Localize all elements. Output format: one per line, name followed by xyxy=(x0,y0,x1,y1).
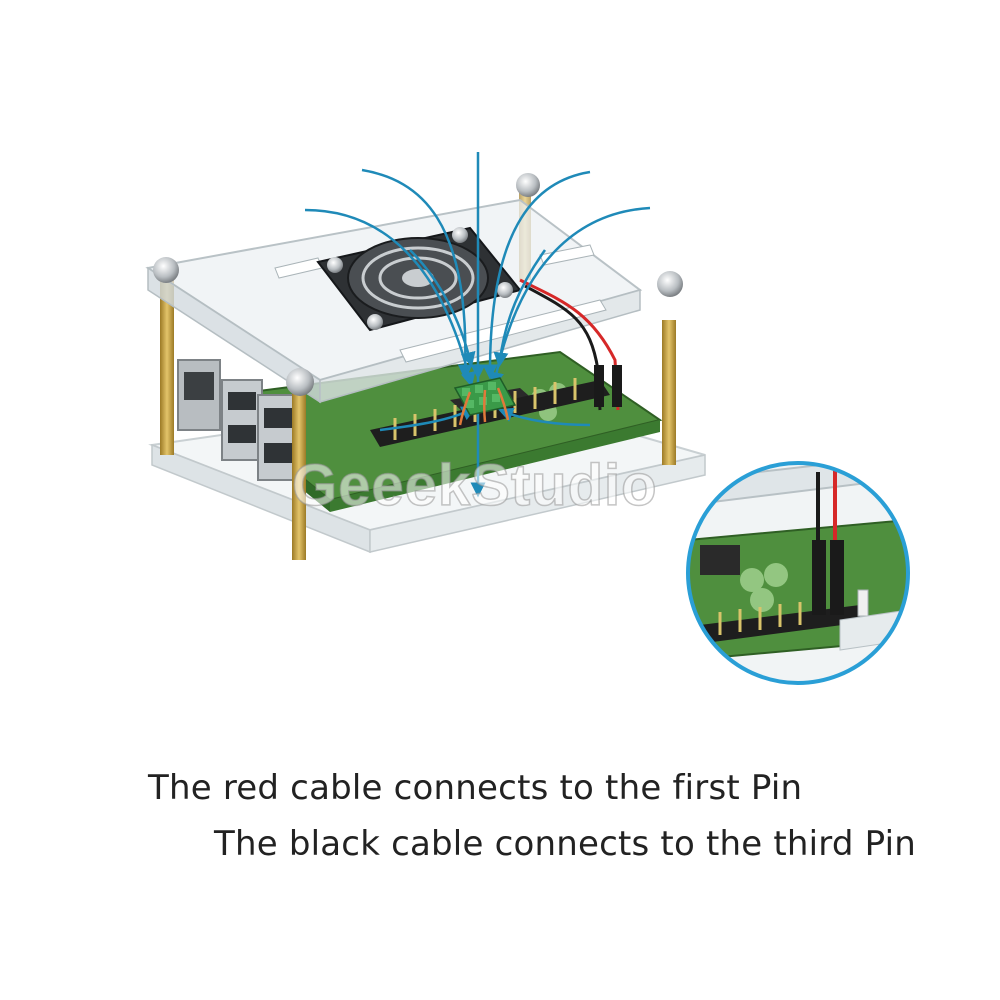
caption-black-cable: The black cable connects to the third Pi… xyxy=(214,824,917,864)
usb-ethernet-ports xyxy=(177,359,301,481)
acorn-nuts xyxy=(153,173,683,396)
fan-icon xyxy=(316,226,522,332)
heatsink xyxy=(453,377,517,426)
fan-wires xyxy=(519,278,622,411)
airflow-arrow-icon xyxy=(304,152,651,498)
caption-red-cable: The red cable connects to the first Pin xyxy=(148,768,803,808)
watermark-text: GeeekStudio xyxy=(291,452,658,519)
zoom-inset-circle xyxy=(686,461,910,685)
